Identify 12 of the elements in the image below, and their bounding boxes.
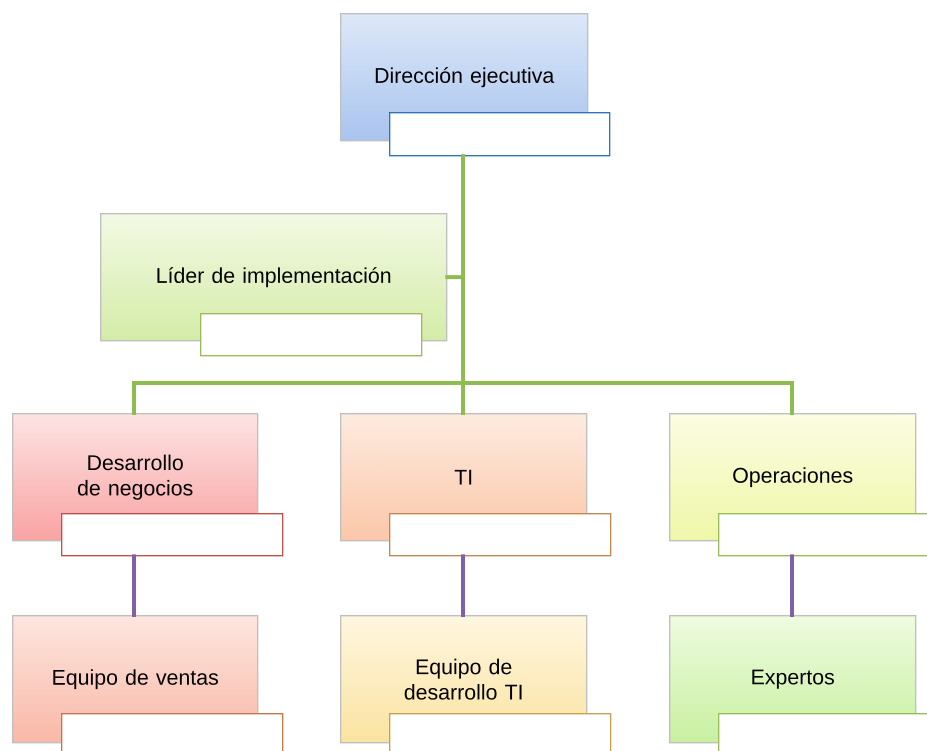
connector-line bbox=[461, 554, 465, 617]
connector-line bbox=[132, 554, 136, 617]
name-box bbox=[61, 513, 284, 556]
name-box bbox=[61, 713, 284, 751]
name-box bbox=[389, 513, 612, 556]
name-box bbox=[200, 313, 422, 356]
name-box bbox=[718, 513, 927, 556]
name-box bbox=[389, 713, 612, 751]
connector-line bbox=[461, 154, 794, 415]
name-box bbox=[718, 713, 927, 751]
connector-line bbox=[790, 554, 794, 617]
name-box bbox=[389, 112, 610, 156]
